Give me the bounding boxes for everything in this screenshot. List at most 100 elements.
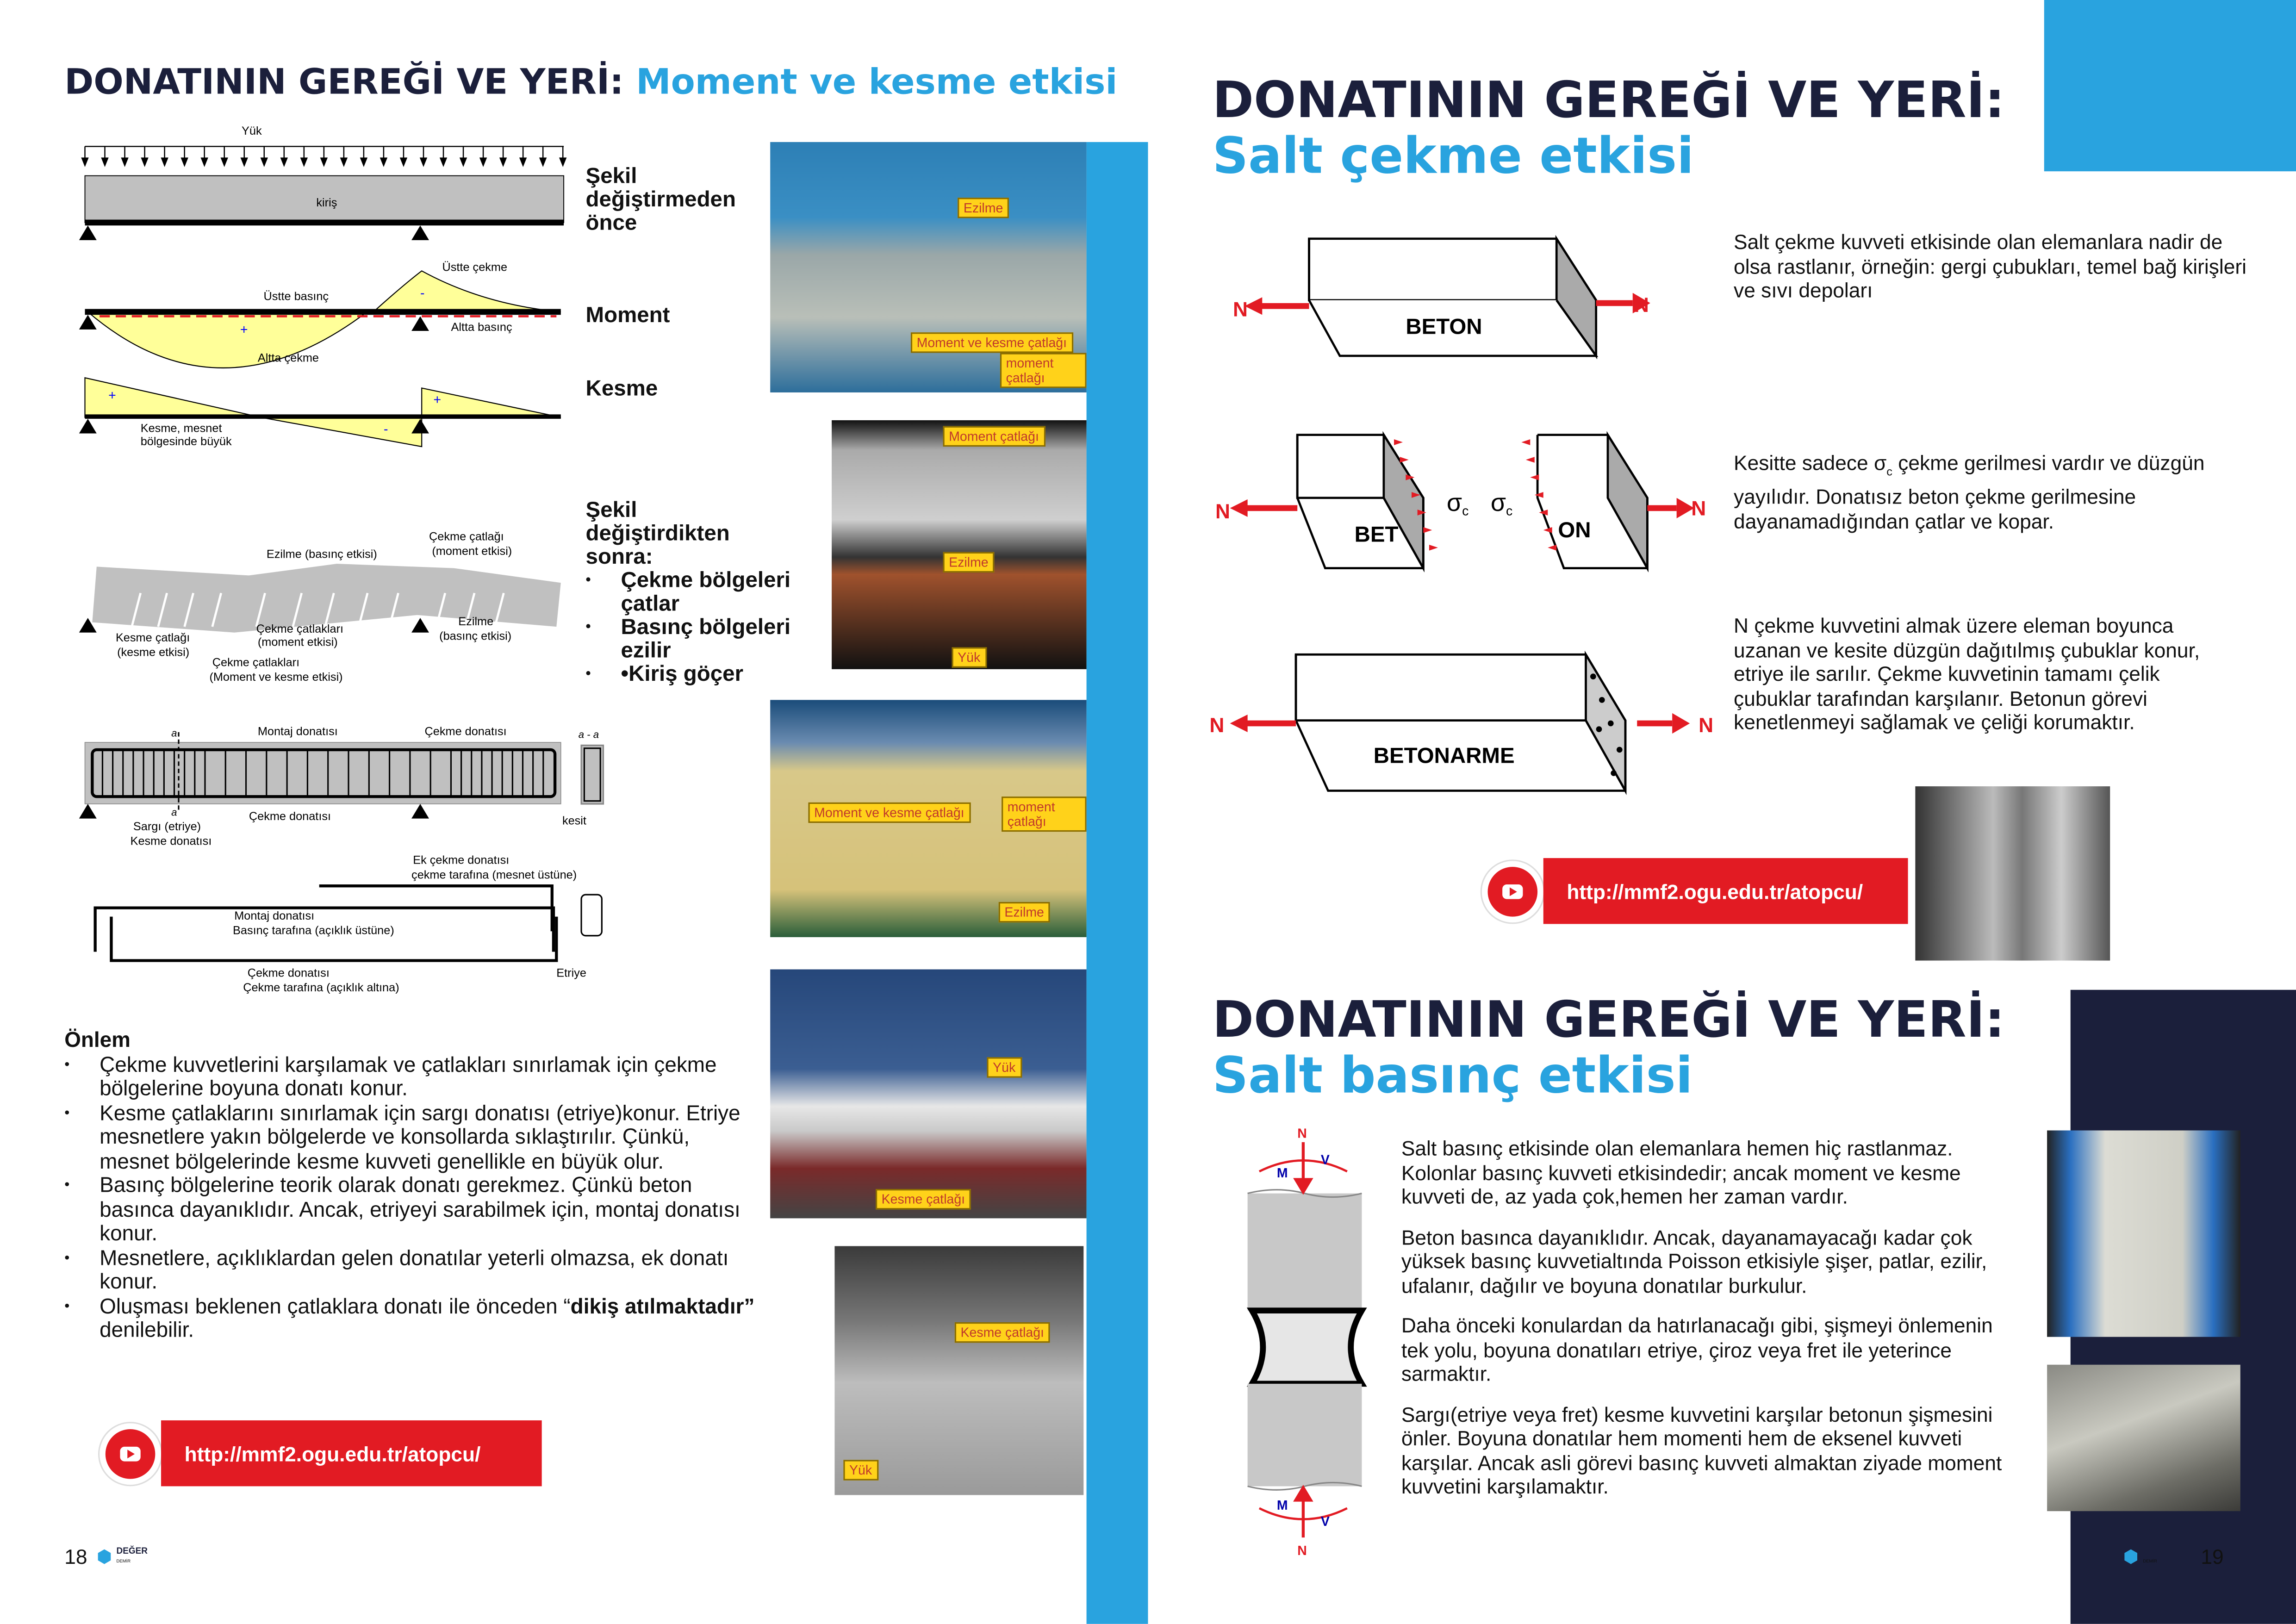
svg-text:N: N — [1297, 1126, 1307, 1141]
logo-icon: ⬢ — [2123, 1546, 2139, 1567]
svg-text:Çekme donatısı: Çekme donatısı — [425, 725, 507, 738]
svg-text:N: N — [1209, 714, 1224, 737]
svg-text:Çekme çatlakları: Çekme çatlakları — [256, 622, 343, 635]
cracked-beam — [92, 564, 561, 633]
stress-arrow — [1543, 527, 1552, 533]
crack — [464, 592, 476, 627]
photo-beam-test-4: Yük Kesme çatlağı — [770, 969, 1087, 1219]
stress-arrow — [1530, 474, 1539, 480]
stress-arrow — [1429, 544, 1438, 551]
crack — [357, 592, 369, 627]
svg-text:Kesme çatlağı: Kesme çatlağı — [116, 631, 190, 644]
moment-positive-area — [86, 310, 371, 368]
page-number-left: 18 — [64, 1544, 87, 1568]
svg-text:V: V — [1321, 1514, 1330, 1529]
svg-text:Kesme, mesnet: Kesme, mesnet — [141, 422, 222, 435]
photo-beam-test-2: Moment çatlağı Ezilme Yük — [832, 420, 1087, 669]
youtube-icon — [100, 1422, 162, 1484]
svg-text:bölgesinde büyük: bölgesinde büyük — [141, 435, 232, 448]
crack — [157, 592, 168, 627]
photo-beam-test-5: Kesme çatlağı Yük — [834, 1246, 1084, 1495]
svg-text:BETON: BETON — [1406, 314, 1482, 339]
svg-text:Çekme çatlakları: Çekme çatlakları — [212, 656, 299, 669]
svg-text:σc: σc — [1447, 489, 1468, 518]
crack — [131, 592, 142, 627]
video-link-left[interactable]: http://mmf2.ogu.edu.tr/atopcu/ — [100, 1420, 542, 1487]
svg-text:(moment etkisi): (moment etkisi) — [432, 545, 512, 558]
label-moment: Moment — [585, 303, 670, 328]
photo-tension-test — [1915, 786, 2110, 961]
tension-diagrams: BETON N N BET ON σc σc N N BETONARME — [1209, 235, 1713, 795]
crack — [211, 592, 223, 627]
svg-text:N: N — [1699, 714, 1713, 737]
svg-text:N: N — [1691, 498, 1706, 520]
svg-text:N: N — [1297, 1543, 1307, 1558]
svg-text:M: M — [1277, 1166, 1288, 1181]
svg-text:M: M — [1277, 1498, 1288, 1513]
svg-text:(moment etkisi): (moment etkisi) — [258, 635, 338, 648]
svg-text:çekme tarafına (mesnet üstüne): çekme tarafına (mesnet üstüne) — [411, 868, 577, 881]
load-arrows — [81, 146, 567, 167]
svg-text:a - a: a - a — [579, 729, 599, 740]
svg-text:-: - — [384, 422, 388, 437]
photo-beam-test-3: Moment ve kesme çatlağı moment çatlağı E… — [770, 700, 1087, 937]
label-before-deformation: Şekil değiştirmeden önce — [585, 164, 736, 236]
crack — [324, 592, 335, 627]
svg-text:Çekme donatısı: Çekme donatısı — [248, 966, 330, 979]
svg-text:-: - — [420, 286, 424, 300]
stress-arrow — [1406, 474, 1415, 480]
svg-text:Çekme tarafına (açıklık altına: Çekme tarafına (açıklık altına) — [243, 981, 399, 994]
beam-diagrams: Yük kiriş Üstte çekme Üstte basınç Altta… — [79, 124, 604, 994]
stress-arrow — [1423, 527, 1432, 533]
stress-arrow — [1411, 492, 1420, 498]
svg-text:σc: σc — [1491, 489, 1512, 518]
svg-text:Montaj donatısı: Montaj donatısı — [258, 725, 338, 738]
svg-text:N: N — [1215, 500, 1230, 523]
photo-column-test-2 — [2047, 1364, 2240, 1512]
column-compression-diagram: N M V M V N — [1246, 1126, 1367, 1558]
svg-text:a: a — [171, 806, 177, 818]
stress-arrow — [1539, 510, 1548, 516]
photo-column-test-1 — [2047, 1130, 2240, 1337]
stress-arrow — [1394, 439, 1403, 445]
svg-text:BET: BET — [1355, 523, 1399, 547]
right-title-2: DONATININ GEREĞİ VE YERİ: Salt basınç et… — [1212, 991, 2005, 1106]
svg-text:a: a — [171, 727, 177, 739]
video-link-right[interactable]: http://mmf2.ogu.edu.tr/atopcu/ — [1481, 858, 1908, 924]
label-after-deformation: Şekil değiştirdikten sonra: Çekme bölgel… — [586, 498, 806, 687]
load-label: Yük — [242, 124, 262, 137]
svg-text:BETONARME: BETONARME — [1374, 743, 1515, 768]
svg-text:ON: ON — [1558, 518, 1591, 542]
onlem-section: Önlem Çekme kuvvetlerini karşılamak ve ç… — [64, 1029, 760, 1344]
svg-text:V: V — [1321, 1152, 1330, 1167]
youtube-icon — [1481, 860, 1543, 922]
crack — [435, 592, 447, 627]
page-number-right: 19 — [2201, 1544, 2224, 1568]
svg-text:(basınç etkisi): (basınç etkisi) — [439, 630, 511, 643]
label-kesme: Kesme — [585, 376, 658, 401]
stress-arrow — [1534, 492, 1543, 498]
crack — [255, 592, 266, 627]
stress-arrow — [1525, 457, 1535, 463]
compression-paragraphs: Salt basınç etkisinde olan elemanlara he… — [1401, 1136, 2002, 1498]
beam-label: kiriş — [316, 196, 337, 209]
moment-negative-area — [372, 270, 561, 313]
svg-text:+: + — [434, 392, 442, 407]
crack — [292, 592, 303, 627]
svg-text:Altta basınç: Altta basınç — [451, 321, 512, 334]
svg-text:N: N — [1233, 298, 1248, 321]
crack — [183, 592, 194, 627]
left-page-title: DONATININ GEREĞİ VE YERİ: Moment ve kesm… — [64, 61, 1118, 103]
right-title-1: DONATININ GEREĞİ VE YERİ: Salt çekme etk… — [1212, 72, 2005, 186]
photo-beam-test-1: Ezilme Moment ve kesme çatlağı moment ça… — [770, 142, 1087, 392]
svg-text:(kesme etkisi): (kesme etkisi) — [117, 646, 189, 659]
stress-arrow — [1548, 544, 1557, 551]
svg-text:Altta çekme: Altta çekme — [258, 351, 319, 364]
svg-text:Ezilme: Ezilme — [458, 615, 493, 628]
stress-arrow — [1521, 439, 1531, 445]
tension-paragraph-2: Kesitte sadece σc çekme gerilmesi vardır… — [1734, 451, 2205, 533]
svg-text:N: N — [1634, 294, 1649, 317]
crack — [494, 592, 505, 627]
